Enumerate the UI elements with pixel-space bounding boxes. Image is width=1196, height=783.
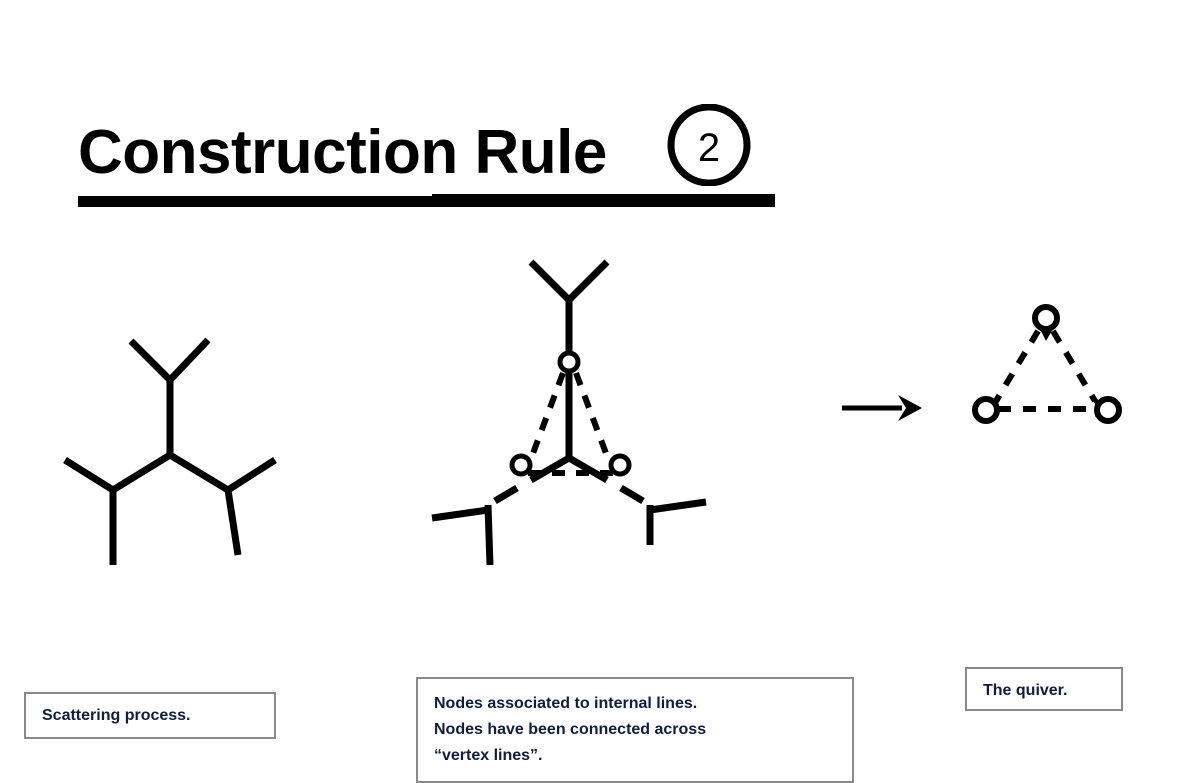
- node-top: [557, 350, 581, 374]
- caption-line: The quiver.: [983, 682, 1068, 699]
- scattering-process-diagram: [40, 255, 340, 585]
- internal-line-right: [168, 452, 230, 493]
- internal-line-left: [111, 452, 172, 493]
- page-title-text: Construction Rule: [78, 118, 607, 187]
- quiver-nodes: [972, 304, 1122, 424]
- internal-line-nodes: [509, 350, 632, 477]
- caption-nodes-internal-lines: Nodes associated to internal lines. Node…: [416, 677, 854, 783]
- internal-line-right-outer: [619, 484, 645, 505]
- external-leg-right-lower: [224, 489, 242, 556]
- external-leg-top-right: [566, 259, 610, 303]
- dashed-vertex-lines: [528, 371, 614, 476]
- tree-edges: [63, 337, 277, 565]
- caption-line: Scattering process.: [42, 707, 191, 724]
- caption-line: “vertex lines”.: [434, 747, 543, 764]
- title-badge-number: 2: [698, 126, 720, 170]
- external-leg-left-horizontal: [431, 506, 489, 522]
- quiver-node-left: [972, 396, 1000, 424]
- internal-line-right-inner: [567, 454, 609, 484]
- caption-quiver: The quiver.: [965, 667, 1123, 711]
- external-leg-top-right: [167, 337, 211, 383]
- quiver-edge-top-right: [1050, 329, 1098, 403]
- quiver-edges: [993, 329, 1098, 412]
- caption-line: Nodes associated to internal lines.: [434, 695, 698, 712]
- caption-scattering-process: Scattering process.: [24, 692, 276, 739]
- page-title: Construction Rule: [74, 118, 794, 218]
- dashed-line-top-left: [529, 371, 566, 458]
- external-leg-left-vertical: [484, 504, 494, 566]
- title-underline-thick: [78, 196, 775, 207]
- external-leg-right-horizontal: [649, 498, 707, 514]
- quiver-node-right: [1094, 396, 1122, 424]
- title-underline-thin: [432, 194, 775, 201]
- title-badge-circle: 2: [666, 104, 752, 186]
- quiver-edge-top-left: [993, 329, 1041, 403]
- arrow-head: [898, 395, 922, 421]
- external-leg-top-left: [528, 259, 572, 303]
- caption-line: Nodes have been connected across: [434, 721, 707, 738]
- dashed-line-top-right: [573, 371, 610, 458]
- node-lower-right: [608, 453, 632, 477]
- internal-line-left-inner: [529, 454, 571, 484]
- node-lower-left: [509, 453, 533, 477]
- transformation-arrow: [836, 375, 932, 445]
- quiver-diagram: [940, 275, 1155, 455]
- external-leg-top-left: [128, 338, 173, 383]
- tree-edges: [431, 259, 707, 566]
- quiver-node-top: [1032, 304, 1060, 332]
- quiver-arrowheads: [981, 327, 1112, 417]
- external-leg-left-upper: [63, 457, 115, 493]
- internal-line-left-outer: [493, 484, 519, 505]
- external-leg-right-upper: [226, 457, 277, 493]
- tree-with-nodes-diagram: [400, 240, 760, 590]
